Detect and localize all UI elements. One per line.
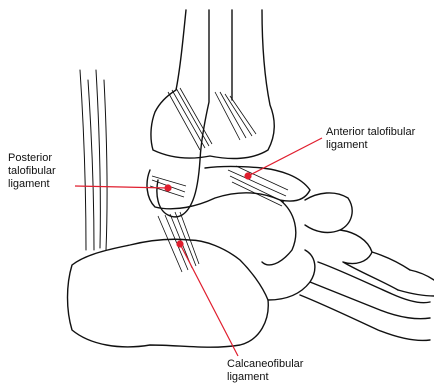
tibia-bone <box>151 10 274 158</box>
cuboid-bone <box>268 250 315 300</box>
calcaneofibular-label: Calcaneofibular ligament <box>227 358 303 384</box>
navicular-bone <box>262 200 296 265</box>
label-line: ligament <box>326 139 415 152</box>
anterior-talofibular-label: Anterior talofibular ligament <box>326 126 415 152</box>
cuneiform-bones <box>305 193 410 290</box>
label-line: ligament <box>227 371 303 384</box>
anterior-marker-dot <box>244 172 251 179</box>
calcaneus-bone <box>68 239 269 347</box>
label-line: Posterior <box>8 152 56 165</box>
toe-outline <box>398 270 434 296</box>
label-line: ligament <box>8 178 56 191</box>
posterior-marker-dot <box>164 184 171 191</box>
posterior-talofibular-label: Posterior talofibular ligament <box>8 152 56 191</box>
anterior-leader-line <box>248 138 322 176</box>
calcaneofibular-leader-line <box>180 244 238 356</box>
label-line: Anterior talofibular <box>326 126 415 139</box>
ligament-fibers-anterior <box>228 166 288 206</box>
ligament-fibers-upper <box>168 88 256 150</box>
label-line: Calcaneofibular <box>227 358 303 371</box>
label-line: talofibular <box>8 165 56 178</box>
tendon-lines <box>80 70 107 250</box>
calcaneofibular-marker-dot <box>176 240 183 247</box>
